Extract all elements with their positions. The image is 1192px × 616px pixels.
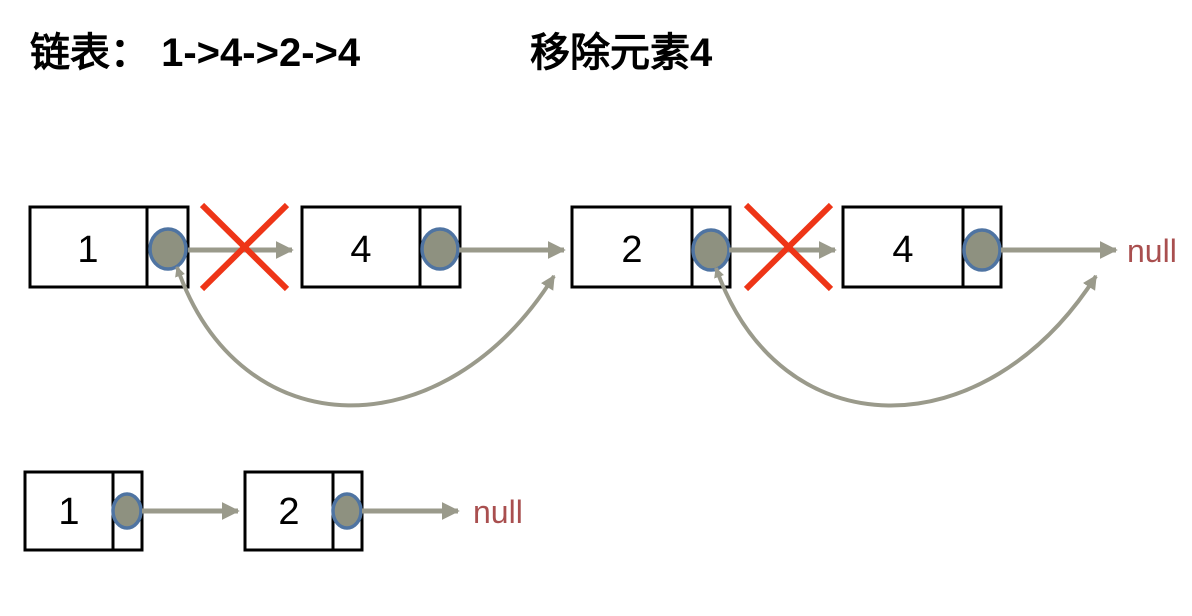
- node-value: 2: [278, 491, 299, 533]
- pointer-circle: [691, 228, 731, 272]
- node-value: 4: [892, 229, 913, 271]
- title-list-label: 链表： 1->4->2->4: [30, 31, 361, 75]
- top-null-label: null: [1127, 233, 1177, 269]
- result-null-label: null: [473, 494, 523, 530]
- top-node-4b: 4: [841, 205, 1003, 289]
- bypass-arrow-1-to-2: [175, 266, 556, 408]
- title-operation-label: 移除元素4: [530, 31, 713, 75]
- top-node-4a: 4: [300, 205, 462, 289]
- pointer-circle: [148, 227, 188, 271]
- result-node-2: 2: [243, 470, 364, 552]
- pointer-circle: [962, 228, 1002, 272]
- bypass-arrow-2-to-null: [714, 267, 1098, 408]
- node-value: 4: [350, 229, 371, 271]
- delete-cross-icon: [743, 202, 834, 292]
- node-value: 1: [77, 229, 98, 271]
- node-value: 2: [621, 229, 642, 271]
- pointer-circle: [331, 492, 363, 530]
- node-value: 1: [58, 491, 79, 533]
- top-node-1: 1: [28, 205, 190, 289]
- top-node-2: 2: [570, 205, 732, 289]
- pointer-circle: [420, 227, 460, 271]
- result-node-1: 1: [23, 470, 144, 552]
- pointer-circle: [111, 492, 143, 530]
- delete-cross-icon: [199, 202, 290, 292]
